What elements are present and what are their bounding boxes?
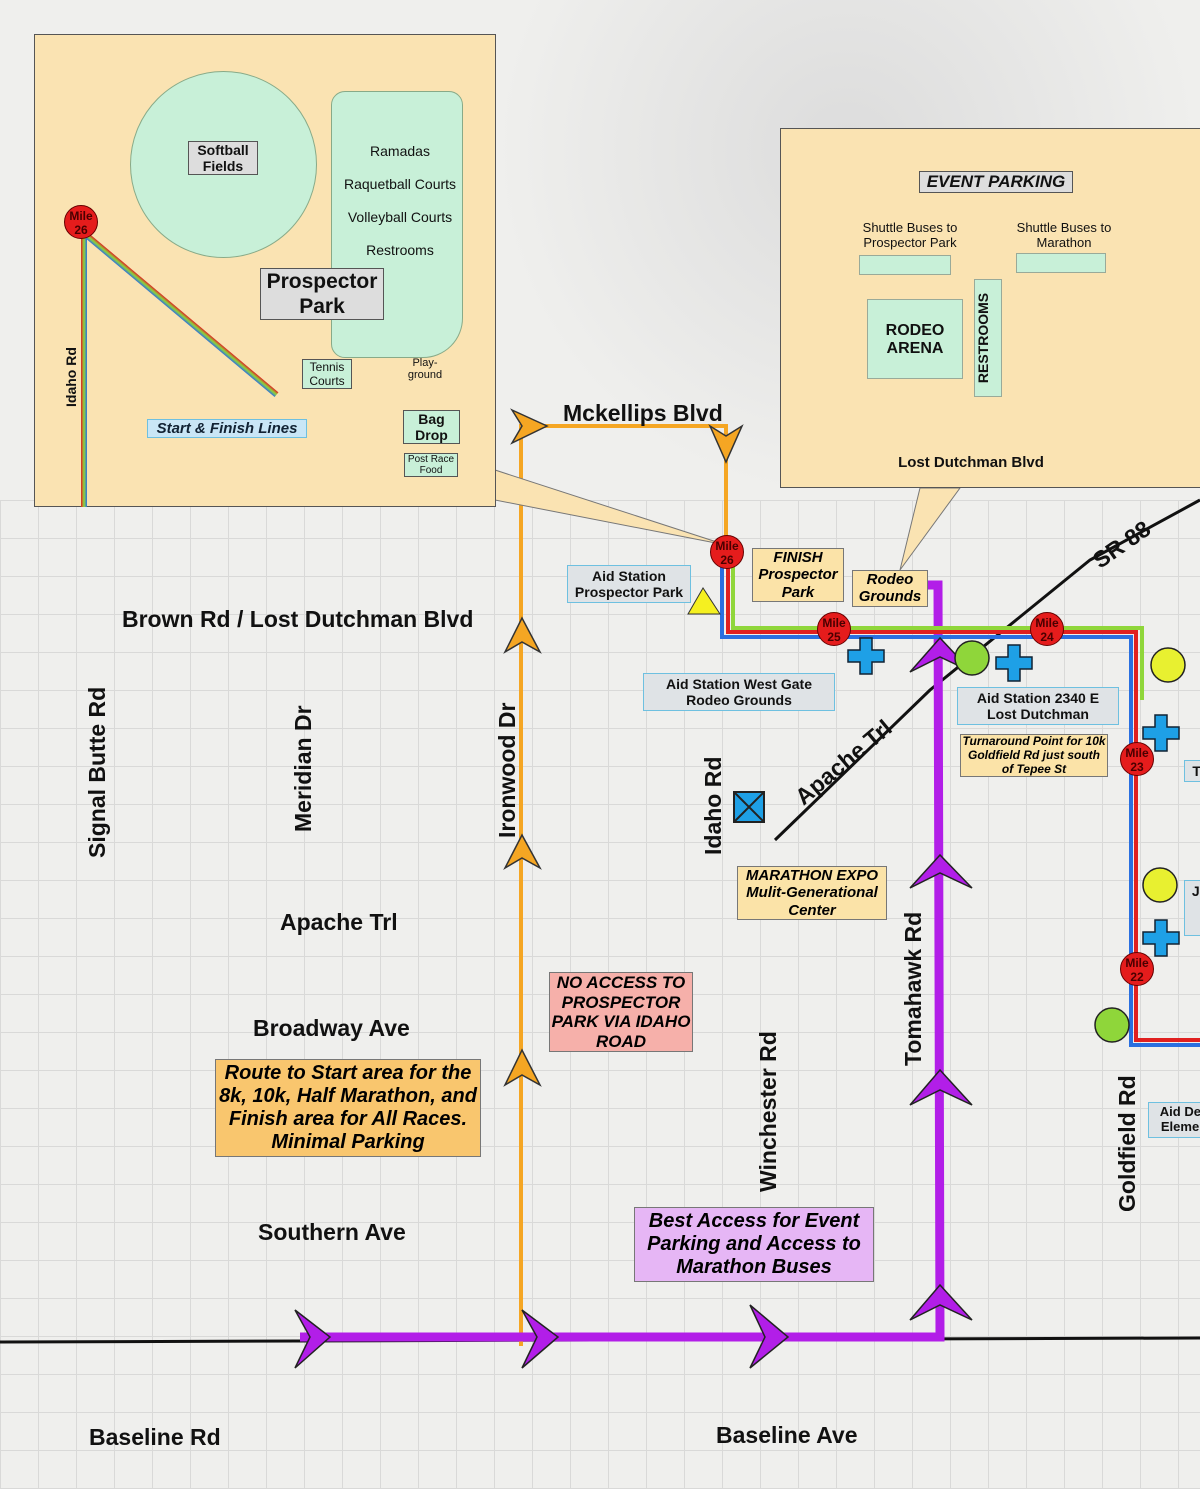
rodeo-arena-label: RODEO ARENA: [867, 299, 963, 379]
shuttle-area: [1016, 253, 1106, 273]
arrow-right-icon: [521, 1309, 560, 1369]
baseline-ave-label: Baseline Ave: [716, 1422, 858, 1448]
event-parking-title: EVENT PARKING: [919, 171, 1073, 193]
prospector-park-inset: Softball Fields Ramadas Raquetball Court…: [34, 34, 496, 507]
caution-triangle-icon: [687, 587, 721, 615]
inset-pointer: [494, 469, 727, 546]
route-line-inset: [81, 225, 87, 507]
arrow-up-icon: [909, 853, 973, 889]
expo-callout: MARATHON EXPO Mulit-Generational Center: [737, 866, 887, 920]
arrow-up-icon: [503, 833, 542, 870]
goldfield-label: Goldfield Rd: [1114, 1075, 1140, 1212]
idaho-rd-inset-label: Idaho Rd: [63, 347, 79, 407]
raquetball-label: Raquetball Courts: [343, 176, 457, 192]
race-route-green: [731, 560, 1144, 700]
mile-number: 24: [1040, 630, 1054, 644]
southern-label: Southern Ave: [258, 1219, 406, 1245]
softball-label: Softball Fields: [188, 141, 258, 175]
brown-rd-label: Brown Rd / Lost Dutchman Blvd: [122, 606, 474, 632]
idaho-rd-label: Idaho Rd: [700, 756, 726, 855]
aid-cross-icon: [1142, 714, 1180, 752]
ironwood-label: Ironwood Dr: [494, 702, 520, 838]
mile-text: Mile: [822, 616, 846, 630]
edge-te-label: Te: [1184, 760, 1200, 783]
finish-callout: FINISH Prospector Park: [752, 548, 844, 602]
best-access-callout: Best Access for Event Parking and Access…: [634, 1207, 874, 1282]
race-route-red: [726, 560, 1200, 1042]
mile-text: Mile: [1035, 616, 1059, 630]
aid-station-lost-dutchman: Aid Station 2340 E Lost Dutchman: [957, 687, 1119, 726]
baseline-rd-label: Baseline Rd: [89, 1424, 221, 1450]
route-to-start-callout: Route to Start area for the 8k, 10k, Hal…: [215, 1059, 481, 1157]
water-station-icons: [954, 640, 1186, 1043]
mile-number: 26: [720, 553, 734, 567]
broadway-label: Broadway Ave: [253, 1015, 410, 1041]
tennis-label: Tennis Courts: [302, 359, 352, 389]
mile-number: 23: [1130, 760, 1144, 774]
mile-text: Mile: [1125, 956, 1149, 970]
mile-text: Mile: [715, 539, 739, 553]
lost-dutchman-label: Lost Dutchman Blvd: [898, 454, 1044, 471]
park-title: Prospector Park: [260, 268, 384, 320]
volleyball-label: Volleyball Courts: [347, 209, 453, 225]
no-access-callout: NO ACCESS TO PROSPECTOR PARK VIA IDAHO R…: [549, 972, 693, 1053]
mile-number: 26: [74, 223, 88, 237]
event-parking-inset: EVENT PARKING Shuttle Buses to Prospecto…: [780, 128, 1200, 488]
meridian-label: Meridian Dr: [290, 705, 316, 832]
signal-butte-label: Signal Butte Rd: [84, 686, 110, 858]
turnaround-callout: Turnaround Point for 10k Goldfield Rd ju…: [960, 734, 1108, 778]
mile-number: 25: [827, 630, 841, 644]
bag-drop-label: Bag Drop: [403, 410, 460, 444]
playground-label: Play-ground: [407, 357, 443, 381]
mile-text: Mile: [69, 209, 93, 223]
arrow-up-icon: [909, 1283, 973, 1321]
purple-route: [300, 580, 945, 1342]
post-race-food-label: Post Race Food: [404, 453, 458, 477]
arrow-right-icon: [510, 408, 549, 445]
rodeo-grounds-callout: Rodeo Grounds: [852, 570, 928, 607]
aid-cross-icons: [847, 637, 1180, 957]
direction-arrows: [294, 636, 973, 1369]
edge-aid-label: Aid Des Elemen: [1148, 1102, 1200, 1138]
arrow-right-icon: [294, 1309, 332, 1369]
race-route-blue: [720, 560, 1200, 1047]
mile-number: 22: [1130, 970, 1144, 984]
shuttle-prospector-label: Shuttle Buses to Prospector Park: [862, 220, 958, 250]
arrow-up-icon: [503, 616, 542, 654]
winchester-label: Winchester Rd: [755, 1031, 781, 1192]
restrooms-label: Restrooms: [366, 242, 434, 258]
aid-station-west-gate: Aid Station West Gate Rodeo Grounds: [643, 673, 835, 712]
route-diagonal-inset: [83, 231, 279, 397]
mile-text: Mile: [1125, 746, 1149, 760]
aid-cross-icon: [995, 644, 1033, 682]
mckellips-label: Mckellips Blvd: [563, 400, 723, 426]
aid-cross-icon: [1142, 919, 1180, 957]
arrow-right-icon: [749, 1304, 790, 1369]
sr88-road-line: [773, 498, 1200, 842]
orange-arrows: [503, 408, 744, 1087]
apache-trl-label: Apache Trl: [280, 909, 398, 935]
start-finish-label: Start & Finish Lines: [147, 419, 307, 438]
shuttle-marathon-label: Shuttle Buses to Marathon: [1016, 220, 1112, 250]
inset-pointer: [899, 487, 961, 571]
arrow-up-icon: [909, 1068, 973, 1106]
tomahawk-label: Tomahawk Rd: [900, 911, 926, 1066]
arrow-up-icon: [503, 1048, 542, 1087]
aid-station-prospector: Aid Station Prospector Park: [567, 565, 691, 604]
shuttle-area: [859, 255, 951, 275]
aid-cross-icon: [847, 637, 885, 675]
ramadas-label: Ramadas: [370, 143, 430, 159]
edge-ju-label: Ju: [1184, 880, 1200, 936]
orange-route: [519, 424, 728, 1346]
restrooms-label: RESTROOMS: [974, 279, 1002, 397]
arrow-down-icon: [708, 424, 744, 464]
